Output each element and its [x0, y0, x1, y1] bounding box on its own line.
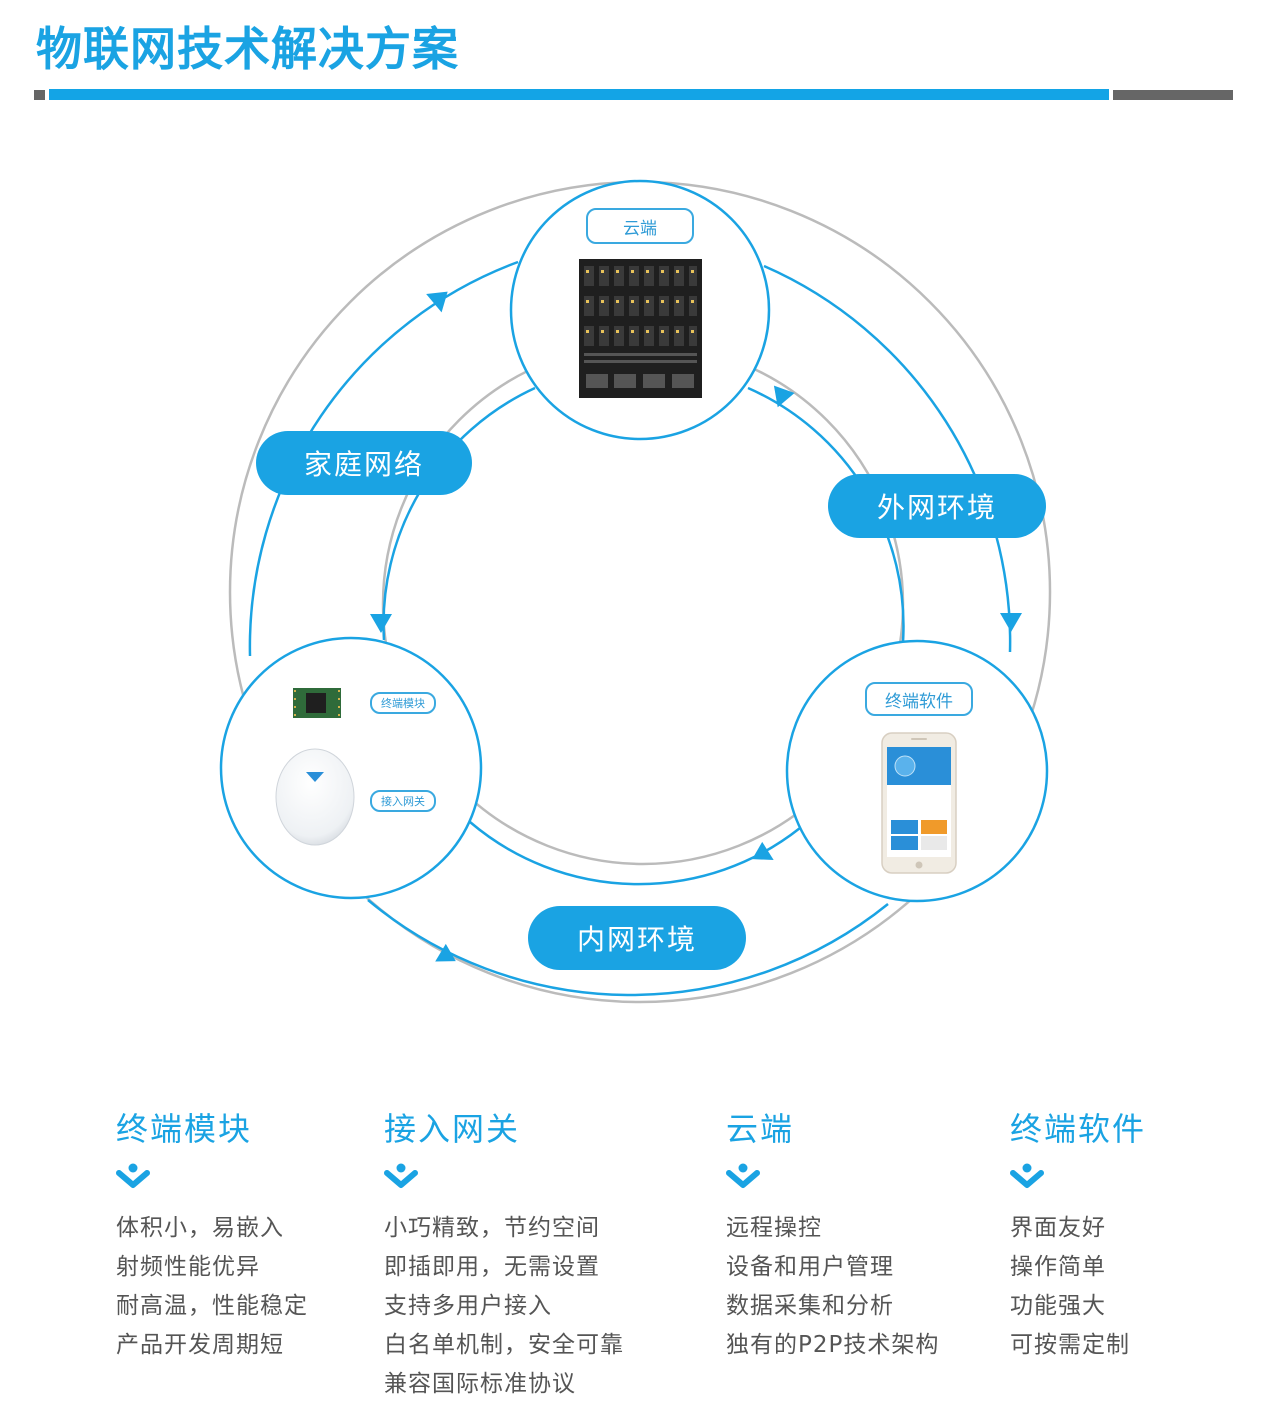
feature-item: 兼容国际标准协议: [384, 1371, 576, 1397]
arc-internal-outer: [367, 899, 889, 997]
feature-title: 接入网关: [384, 1110, 521, 1148]
gateway-tag: 接入网关: [370, 790, 436, 812]
terminal-software-tag: 终端软件: [865, 682, 973, 716]
page-title: 物联网技术解决方案: [36, 22, 459, 76]
arrow-internal-right: [752, 841, 774, 860]
network-diagram: [219, 179, 1052, 1004]
feature-item: 耐高温，性能稳定: [116, 1293, 308, 1319]
arrow-internal-left: [435, 943, 456, 962]
arc-home-inner: [382, 386, 536, 641]
module-board-image: [293, 688, 341, 718]
arrow-external-up: [773, 385, 795, 408]
feature-title: 终端模块: [116, 1110, 253, 1148]
arrow-home-up: [426, 291, 448, 313]
feature-item: 界面友好: [1010, 1215, 1106, 1241]
arc-home-outer: [248, 260, 519, 657]
feature-title: 终端软件: [1010, 1110, 1147, 1148]
arrow-home-down: [370, 614, 392, 633]
phone-image: [881, 732, 957, 874]
chevron-down-icon: [726, 1163, 760, 1188]
feature-column-gateway: 接入网关 小巧精致，节约空间 即插即用，无需设置 支持多用户接入 白名单机制，安…: [384, 1105, 624, 1404]
internal-network-pill: 内网环境: [528, 906, 746, 970]
feature-item: 数据采集和分析: [726, 1293, 894, 1319]
chevron-down-icon: [384, 1163, 418, 1188]
feature-item: 体积小，易嵌入: [116, 1215, 284, 1241]
title-rule-left: [34, 90, 45, 100]
device-node: [219, 636, 483, 900]
feature-item: 产品开发周期短: [116, 1332, 284, 1358]
feature-column-software: 终端软件 界面友好 操作简单 功能强大 可按需定制: [1010, 1105, 1146, 1365]
gateway-device-image: [275, 748, 355, 846]
home-network-pill: 家庭网络: [256, 431, 472, 495]
feature-item: 功能强大: [1010, 1293, 1106, 1319]
chevron-down-icon: [116, 1163, 150, 1188]
title-rule-main: [49, 89, 1109, 100]
feature-title: 云端: [726, 1110, 795, 1148]
feature-item: 设备和用户管理: [726, 1254, 894, 1280]
feature-item: 操作简单: [1010, 1254, 1106, 1280]
feature-item: 射频性能优异: [116, 1254, 260, 1280]
feature-item: 小巧精致，节约空间: [384, 1215, 600, 1241]
feature-item: 可按需定制: [1010, 1332, 1130, 1358]
external-network-pill: 外网环境: [828, 474, 1046, 538]
feature-item: 独有的P2P技术架构: [726, 1332, 940, 1358]
feature-column-module: 终端模块 体积小，易嵌入 射频性能优异 耐高温，性能稳定 产品开发周期短: [116, 1105, 308, 1365]
title-rule-right: [1113, 90, 1233, 100]
terminal-module-tag: 终端模块: [370, 692, 436, 714]
chevron-down-icon: [1010, 1163, 1044, 1188]
arrow-external-down: [1000, 613, 1022, 632]
arc-external-outer: [763, 264, 1012, 653]
server-rack-image: [579, 259, 702, 398]
feature-item: 远程操控: [726, 1215, 822, 1241]
feature-item: 即插即用，无需设置: [384, 1254, 600, 1280]
feature-item: 支持多用户接入: [384, 1293, 552, 1319]
feature-item: 白名单机制，安全可靠: [384, 1332, 624, 1358]
arc-internal-inner: [469, 821, 801, 886]
feature-column-cloud: 云端 远程操控 设备和用户管理 数据采集和分析 独有的P2P技术架构: [726, 1105, 939, 1365]
cloud-tag: 云端: [586, 208, 694, 244]
